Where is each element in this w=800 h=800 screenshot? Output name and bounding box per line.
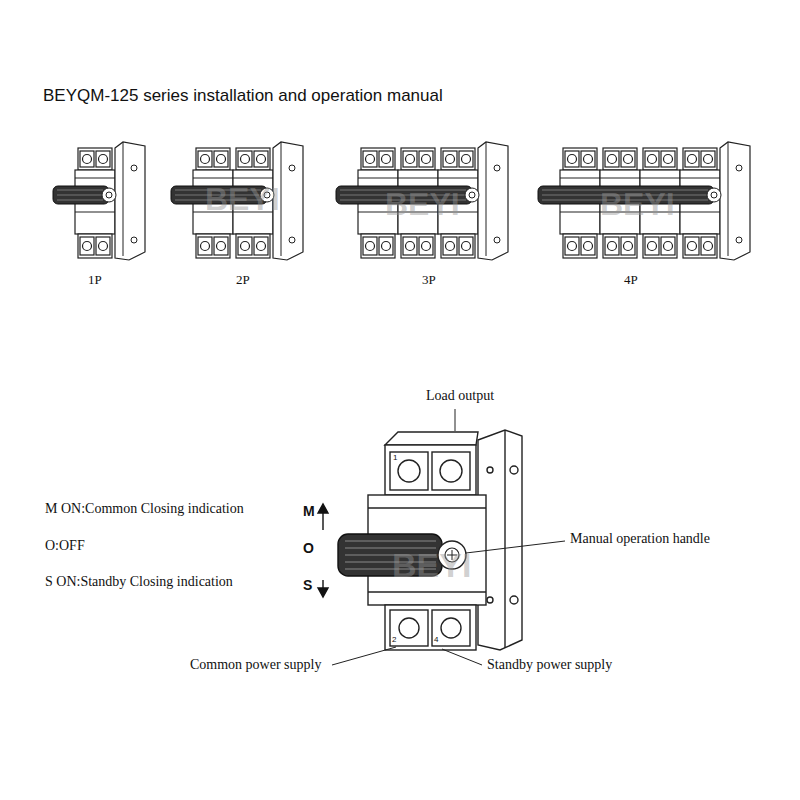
terminal-number: 1 [393,453,397,463]
part-label: Manual operation handle [570,531,710,548]
breaker-4p [538,142,750,260]
pole-label: 3P [422,272,436,288]
state-note: M ON:Common Closing indication [45,501,244,518]
watermark: BEYI [600,185,675,223]
terminal-number: 2 [392,635,396,645]
watermark: BEYI [385,185,460,223]
state-note: O:OFF [45,538,85,555]
state-note: S ON:Standby Closing indication [45,574,233,591]
watermark: BEYI [205,180,280,218]
position-letter: M [303,503,315,520]
page-title: BEYQM-125 series installation and operat… [43,86,443,106]
position-arrow [318,504,328,597]
position-letter: S [303,577,312,594]
pole-label: 1P [88,272,102,288]
pole-label: 4P [624,272,638,288]
part-label: Load output [426,388,494,405]
pole-label: 2P [236,272,250,288]
breaker-1p [53,142,145,260]
position-letter: O [303,540,314,557]
breaker-2p [171,142,303,260]
leader-lines [332,409,565,665]
breaker-3p [336,142,508,260]
watermark: BEYI [392,545,471,586]
part-label: Standby power supply [487,657,612,674]
terminal-number: 4 [434,635,438,645]
part-label: Common power supply [190,657,321,674]
